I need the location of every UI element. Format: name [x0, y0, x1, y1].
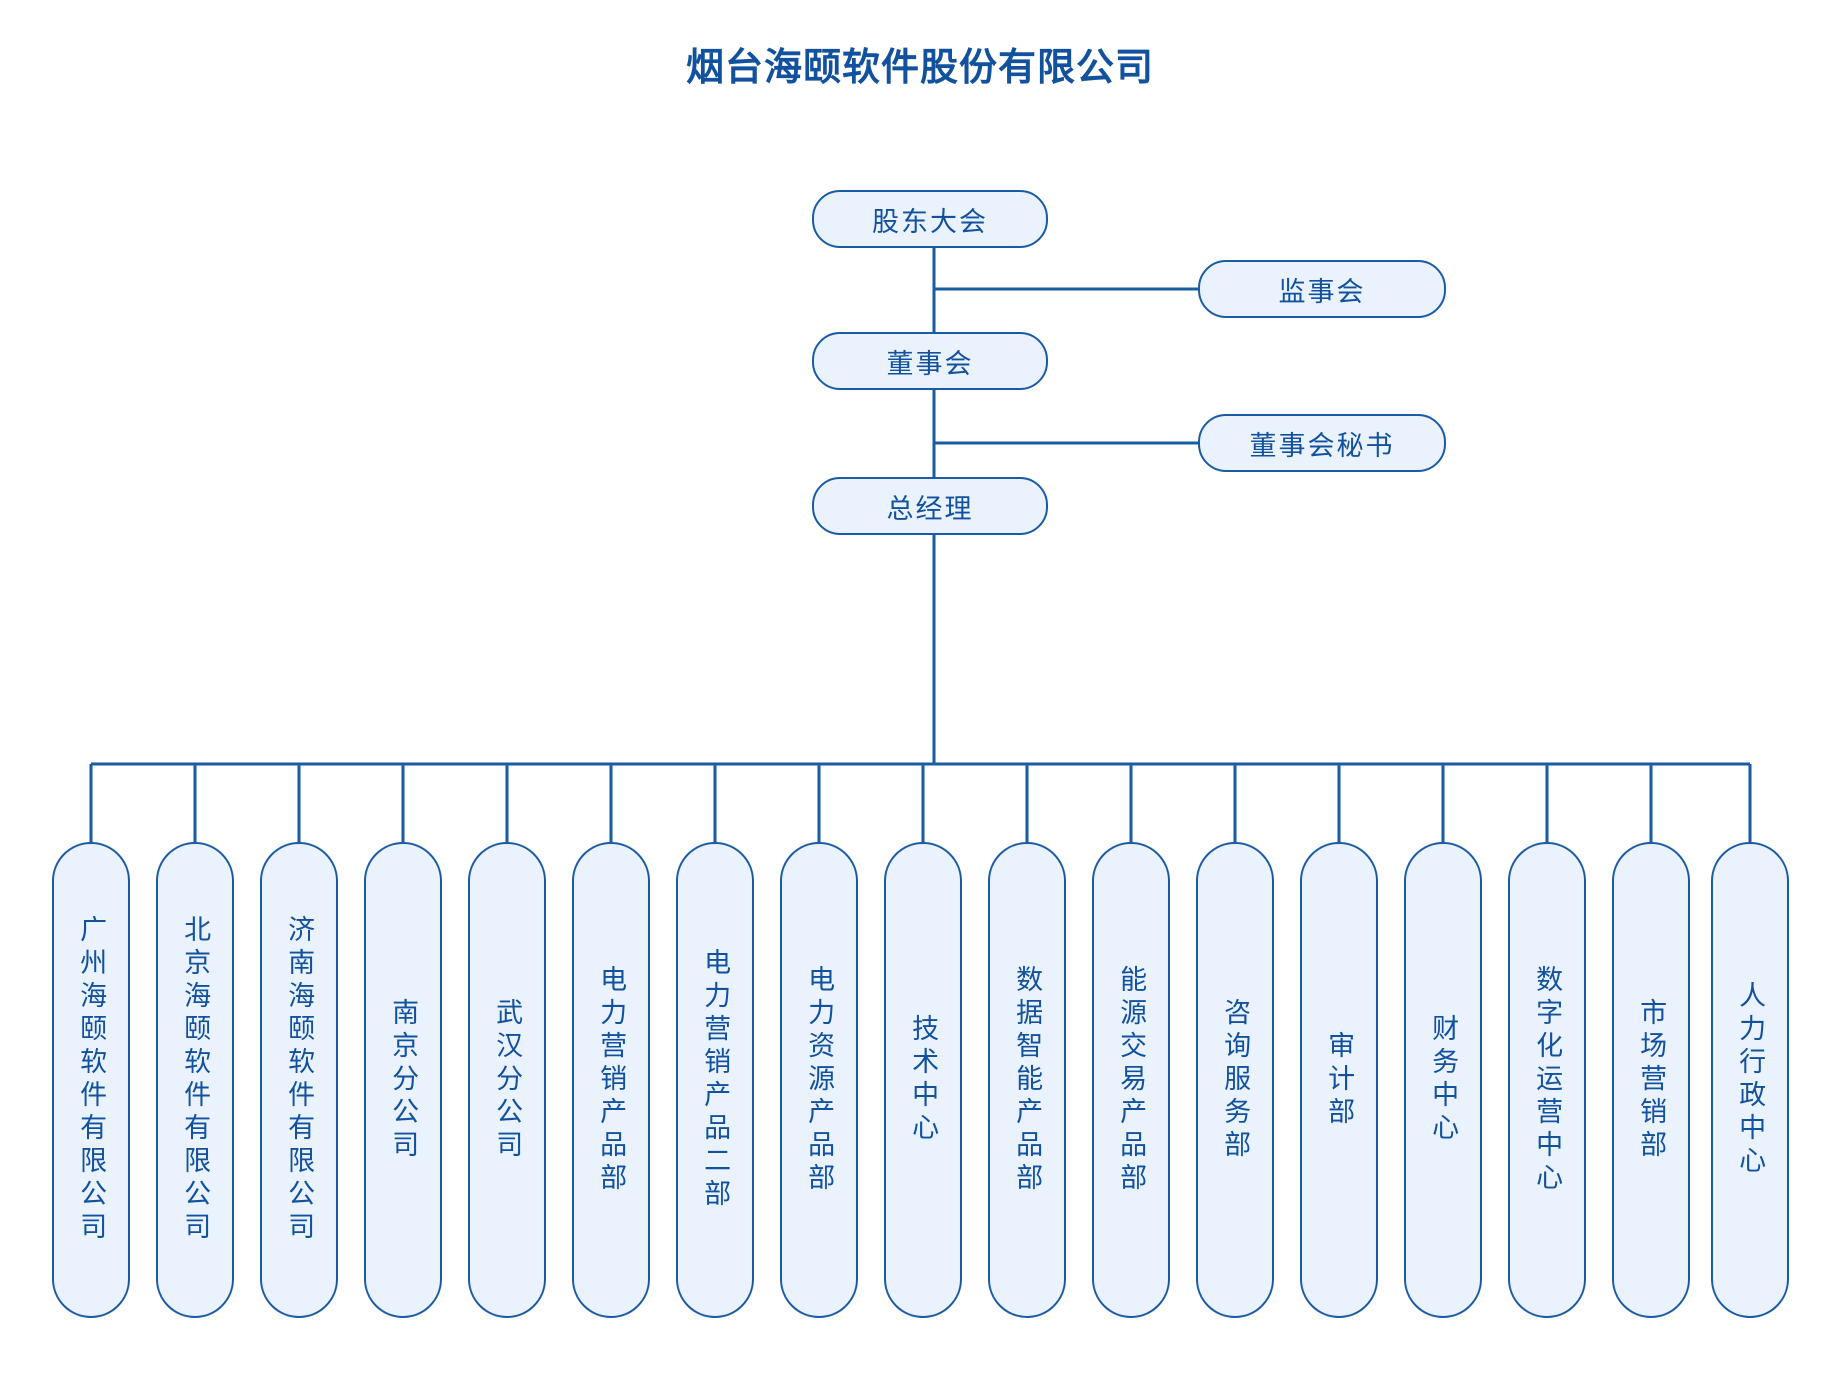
node-department-15[interactable]: 数字化运营中心 [1508, 842, 1586, 1318]
node-board-of-directors[interactable]: 董事会 [812, 332, 1048, 390]
node-label: 技术中心 [908, 1014, 939, 1146]
node-label: 广州海颐软件有限公司 [76, 915, 107, 1245]
bus-drops [89, 764, 1752, 842]
node-department-2[interactable]: 北京海颐软件有限公司 [156, 842, 234, 1318]
node-label: 武汉分公司 [492, 997, 523, 1163]
node-label: 监事会 [1278, 276, 1366, 307]
node-label: 审计部 [1324, 1030, 1355, 1130]
node-department-11[interactable]: 能源交易产品部 [1092, 842, 1170, 1318]
node-board-of-supervisors[interactable]: 监事会 [1198, 260, 1446, 318]
node-department-9[interactable]: 技术中心 [884, 842, 962, 1318]
node-department-10[interactable]: 数据智能产品部 [988, 842, 1066, 1318]
node-label: 北京海颐软件有限公司 [180, 915, 211, 1245]
node-label: 电力营销产品二部 [700, 948, 731, 1212]
node-label: 咨询服务部 [1220, 997, 1251, 1163]
node-department-5[interactable]: 武汉分公司 [468, 842, 546, 1318]
node-department-4[interactable]: 南京分公司 [364, 842, 442, 1318]
node-department-16[interactable]: 市场营销部 [1612, 842, 1690, 1318]
node-label: 总经理 [886, 493, 974, 524]
node-department-3[interactable]: 济南海颐软件有限公司 [260, 842, 338, 1318]
node-label: 董事会 [886, 348, 974, 379]
node-label: 数字化运营中心 [1532, 964, 1563, 1196]
node-department-8[interactable]: 电力资源产品部 [780, 842, 858, 1318]
page-title: 烟台海颐软件股份有限公司 [685, 47, 1154, 89]
node-label: 南京分公司 [388, 997, 419, 1163]
node-department-7[interactable]: 电力营销产品二部 [676, 842, 754, 1318]
node-board-secretary[interactable]: 董事会秘书 [1198, 414, 1446, 472]
node-label: 数据智能产品部 [1012, 964, 1043, 1196]
node-general-manager[interactable]: 总经理 [812, 477, 1048, 535]
node-department-6[interactable]: 电力营销产品部 [572, 842, 650, 1318]
node-label: 济南海颐软件有限公司 [284, 915, 315, 1245]
node-label: 电力营销产品部 [596, 964, 627, 1196]
node-shareholders-meeting[interactable]: 股东大会 [812, 190, 1048, 248]
node-department-1[interactable]: 广州海颐软件有限公司 [52, 842, 130, 1318]
node-label: 市场营销部 [1636, 997, 1667, 1163]
node-label: 人力行政中心 [1735, 981, 1766, 1179]
node-label: 董事会秘书 [1249, 430, 1395, 461]
node-label: 能源交易产品部 [1116, 964, 1147, 1196]
node-department-17[interactable]: 人力行政中心 [1711, 842, 1789, 1318]
node-department-14[interactable]: 财务中心 [1404, 842, 1482, 1318]
node-label: 电力资源产品部 [804, 964, 835, 1196]
node-department-12[interactable]: 咨询服务部 [1196, 842, 1274, 1318]
node-label: 财务中心 [1428, 1014, 1459, 1146]
node-department-13[interactable]: 审计部 [1300, 842, 1378, 1318]
node-label: 股东大会 [872, 206, 988, 237]
